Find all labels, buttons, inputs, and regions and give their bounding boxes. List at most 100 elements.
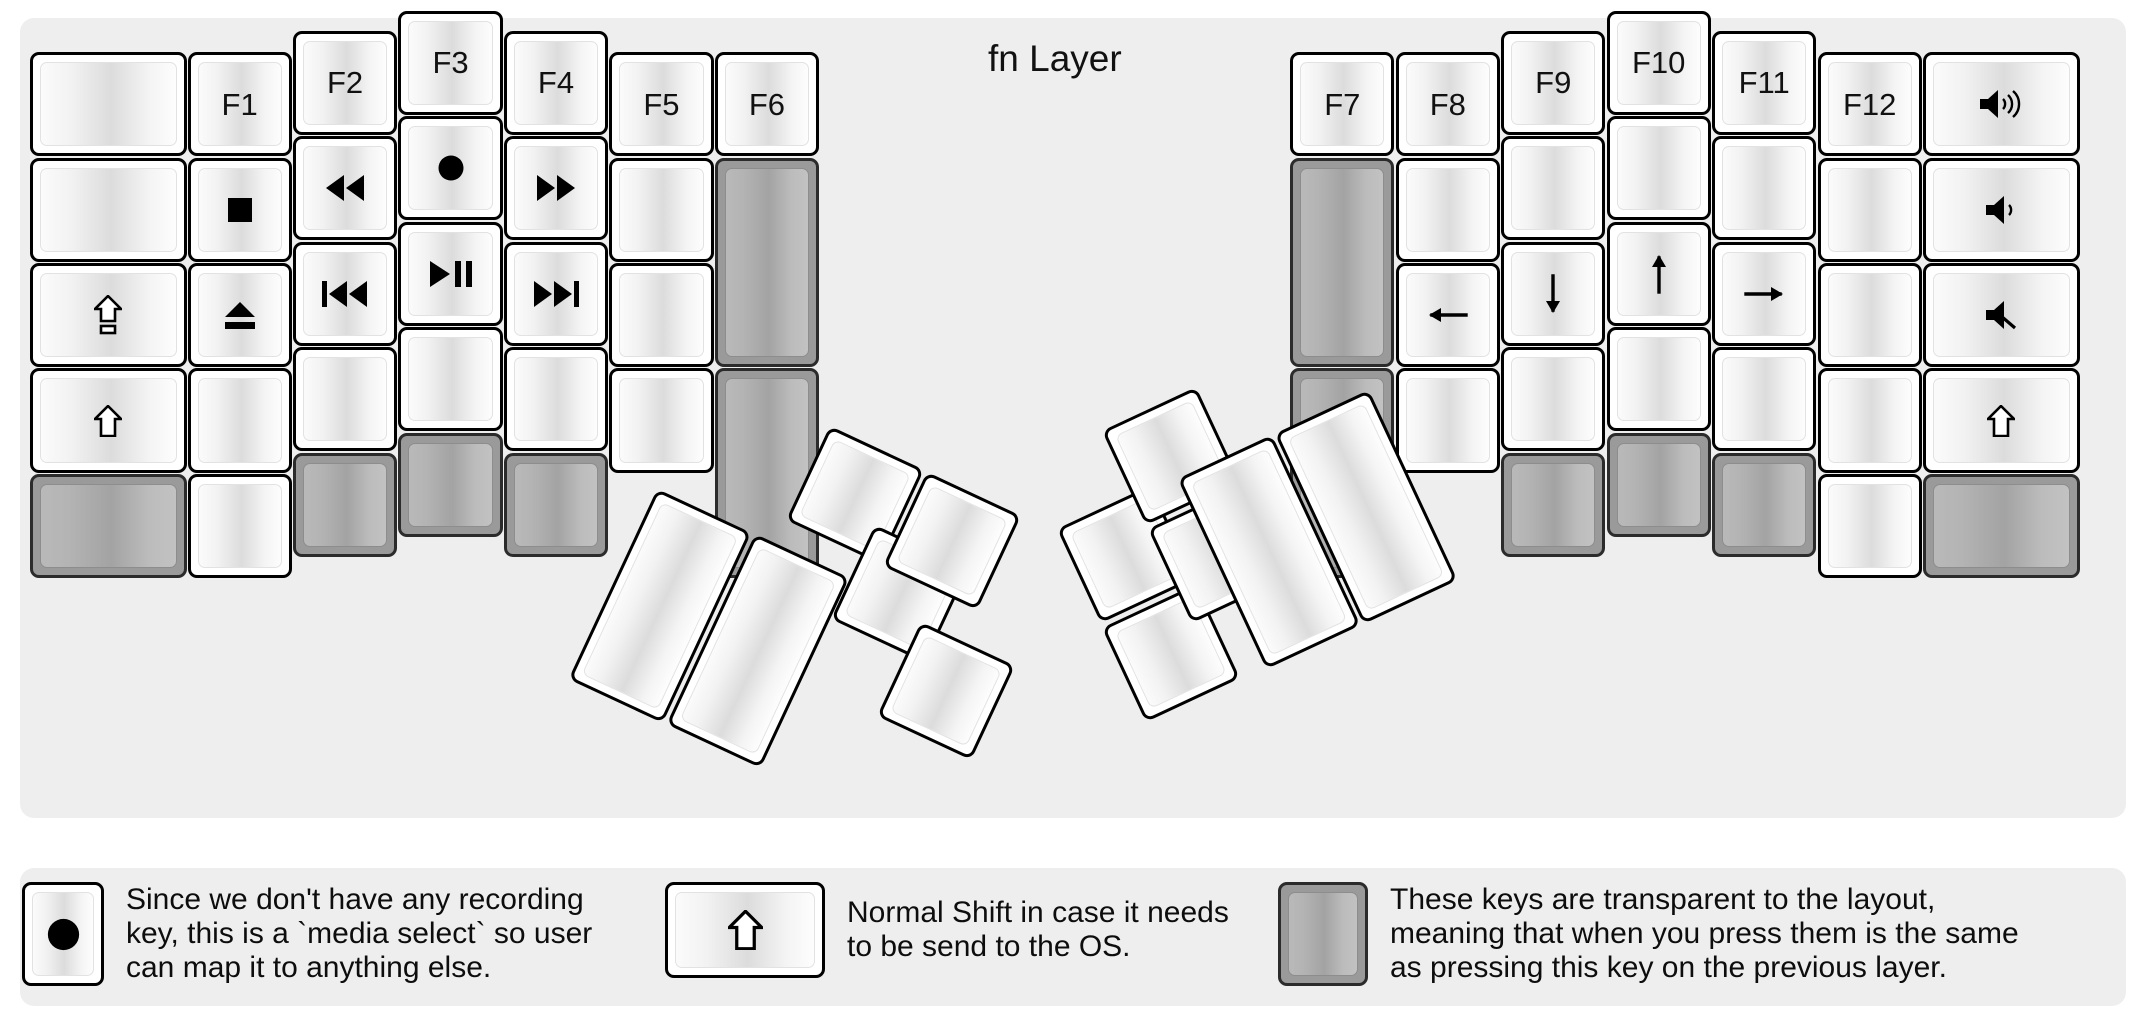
- left-col-middle-key-1[interactable]: F3: [398, 10, 503, 115]
- right-col-ring-key-4[interactable]: [1712, 347, 1817, 452]
- arrow-right-icon: [1744, 281, 1784, 307]
- right-col-pinky-outer-key-3[interactable]: [1923, 262, 2080, 368]
- legend-description-2: Normal Shift in case it needs to be send…: [847, 896, 1229, 963]
- key-label: F11: [1738, 65, 1790, 101]
- left-col-index-inner-key-1[interactable]: F5: [609, 52, 714, 157]
- right-col-pinky-outer-key-5[interactable]: [1923, 473, 2080, 579]
- keycap-face: F11: [1722, 40, 1807, 125]
- left-col-ring-key-5[interactable]: [293, 452, 398, 557]
- keycap-face: [1827, 272, 1912, 358]
- keycap-face: [1511, 251, 1596, 336]
- right-col-pinky-outer-key-4[interactable]: [1923, 368, 2080, 473]
- media-play-pause-icon: [429, 260, 473, 287]
- right-col-pinky-key-1[interactable]: F12: [1817, 52, 1922, 157]
- keycap-face: [197, 378, 282, 463]
- keycap-face: F2: [303, 40, 388, 125]
- left-col-pinky-outer-key-2[interactable]: [30, 157, 187, 262]
- keycap-face: F6: [724, 62, 809, 147]
- right-col-index-key-3[interactable]: [1501, 241, 1606, 346]
- left-col-inner-key-1[interactable]: F6: [714, 52, 819, 157]
- right-col-index-key-2[interactable]: [1501, 136, 1606, 241]
- right-col-middle-key-4[interactable]: [1606, 327, 1711, 432]
- keycap-face: F8: [1405, 62, 1490, 147]
- key-label: F8: [1429, 86, 1466, 122]
- right-col-inner-key-1[interactable]: F7: [1290, 52, 1395, 157]
- keycap-face: [513, 462, 599, 547]
- left-col-pinky-key-3[interactable]: [187, 262, 292, 368]
- right-col-index-key-4[interactable]: [1501, 347, 1606, 452]
- left-col-index-key-1[interactable]: F4: [503, 30, 609, 135]
- left-col-index-inner-key-4[interactable]: [609, 368, 714, 473]
- left-col-middle-key-3[interactable]: [398, 221, 503, 326]
- right-col-middle-key-2[interactable]: [1606, 116, 1711, 221]
- keycap-face: [619, 378, 704, 463]
- left-col-index-key-5[interactable]: [503, 452, 609, 557]
- right-col-index-inner-key-4[interactable]: [1395, 368, 1500, 473]
- right-col-pinky-key-3[interactable]: [1817, 262, 1922, 368]
- left-col-pinky-key-5[interactable]: [187, 473, 292, 579]
- right-col-middle-key-5[interactable]: [1606, 432, 1711, 537]
- left-col-pinky-outer-key-5[interactable]: [30, 473, 187, 579]
- key-label: F4: [537, 65, 575, 101]
- left-col-ring-key-1[interactable]: F2: [293, 30, 398, 135]
- right-col-pinky-key-5[interactable]: [1817, 473, 1922, 579]
- right-col-index-inner-key-2[interactable]: [1395, 157, 1500, 262]
- keycap-face: [1722, 357, 1807, 442]
- shift-icon: [94, 404, 123, 437]
- left-col-pinky-outer-key-4[interactable]: [30, 368, 187, 473]
- volume-down-icon: [1984, 194, 2018, 226]
- right-col-pinky-key-4[interactable]: [1817, 368, 1922, 473]
- left-col-ring-key-2[interactable]: [293, 136, 398, 241]
- left-col-ring-key-3[interactable]: [293, 241, 398, 346]
- right-col-ring-key-3[interactable]: [1712, 241, 1817, 346]
- right-col-inner-key-2[interactable]: [1290, 157, 1395, 368]
- left-col-ring-key-4[interactable]: [293, 347, 398, 452]
- left-col-index-inner-key-2[interactable]: [609, 157, 714, 262]
- left-col-index-inner-key-3[interactable]: [609, 262, 714, 368]
- right-col-index-key-5[interactable]: [1501, 452, 1606, 557]
- left-col-index-key-4[interactable]: [503, 347, 609, 452]
- right-col-index-key-1[interactable]: F9: [1501, 30, 1606, 135]
- left-col-index-key-3[interactable]: [503, 241, 609, 346]
- arrow-up-icon: [1646, 254, 1672, 294]
- keycap-face: [1405, 167, 1490, 252]
- left-col-index-key-2[interactable]: [503, 136, 609, 241]
- left-col-pinky-outer-key-1[interactable]: [30, 52, 187, 157]
- media-record-icon: [437, 154, 465, 182]
- keycap-face: [303, 462, 388, 547]
- keycap-face: [303, 357, 388, 442]
- keycap-face: [513, 251, 599, 336]
- left-col-middle-key-4[interactable]: [398, 327, 503, 432]
- right-col-ring-key-2[interactable]: [1712, 136, 1817, 241]
- left-col-pinky-key-1[interactable]: F1: [187, 52, 292, 157]
- keycap-face: [1933, 62, 2070, 147]
- right-col-index-inner-key-3[interactable]: [1395, 262, 1500, 368]
- keycap-face: [513, 357, 599, 442]
- left-col-pinky-key-4[interactable]: [187, 368, 292, 473]
- right-col-pinky-outer-key-1[interactable]: [1923, 52, 2080, 157]
- keycap-face: [1827, 167, 1912, 252]
- right-col-index-inner-key-1[interactable]: F8: [1395, 52, 1500, 157]
- keycap-face: [1300, 167, 1385, 358]
- left-col-pinky-key-2[interactable]: [187, 157, 292, 262]
- right-col-pinky-key-2[interactable]: [1817, 157, 1922, 262]
- keycap-face: [1827, 483, 1912, 569]
- legend-item-2: Normal Shift in case it needs to be send…: [665, 882, 1229, 978]
- right-col-middle-key-1[interactable]: F10: [1606, 10, 1711, 115]
- right-col-middle-key-3[interactable]: [1606, 221, 1711, 326]
- keycap-face: F3: [408, 20, 493, 105]
- keycap-face: [1722, 146, 1807, 231]
- right-col-ring-key-1[interactable]: F11: [1712, 30, 1817, 135]
- legend-sample-key-2: [665, 882, 825, 978]
- left-col-middle-key-2[interactable]: [398, 116, 503, 221]
- right-col-pinky-outer-key-2[interactable]: [1923, 157, 2080, 262]
- left-col-inner-key-2[interactable]: [714, 157, 819, 368]
- right-col-ring-key-5[interactable]: [1712, 452, 1817, 557]
- left-col-pinky-outer-key-3[interactable]: [30, 262, 187, 368]
- keycap-face: [303, 251, 388, 336]
- keycap-face: [32, 892, 94, 976]
- volume-up-icon: [1978, 88, 2024, 120]
- key-label: F10: [1632, 45, 1686, 81]
- left-col-middle-key-5[interactable]: [398, 432, 503, 537]
